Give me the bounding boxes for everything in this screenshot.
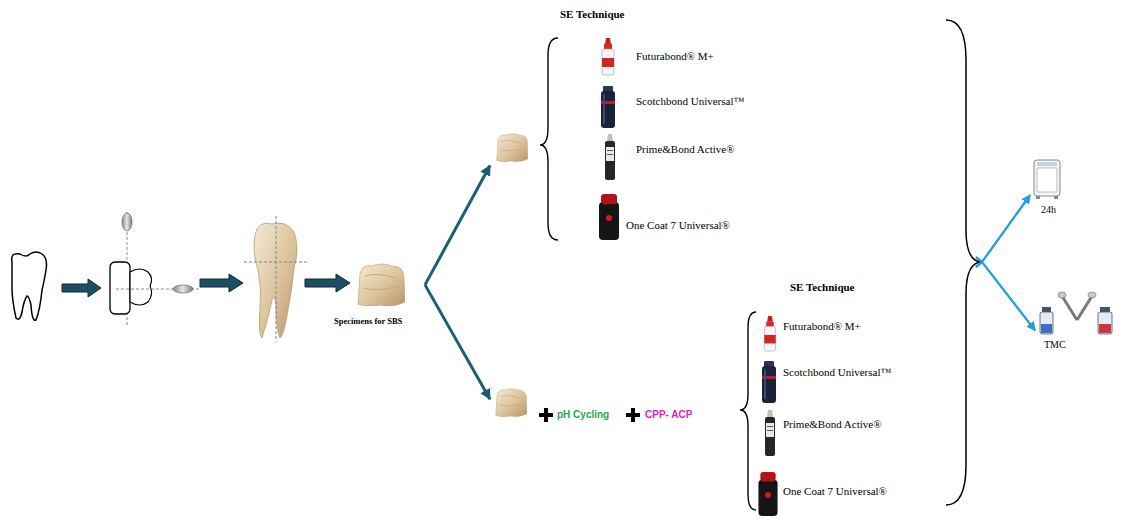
flow-arrow [976, 262, 1035, 330]
tooth-specimen [496, 389, 527, 417]
adhesive-bottle [605, 134, 615, 180]
node-text: Futurabond® M+ [636, 50, 714, 63]
flow-arrow [425, 285, 490, 399]
specimen-holder [110, 262, 130, 314]
node-text: Specimens for SBS [334, 316, 402, 326]
adhesive-item: Futurabond® M+ [758, 316, 928, 352]
adhesive-item: Futurabond® M+ [598, 38, 768, 78]
technique-group: SE TechniqueFuturabond® M+ Scotchbond Uni… [490, 262, 976, 516]
cutting-disc [173, 285, 193, 293]
flow-arrow [976, 257, 1035, 330]
node-text: TMC [1044, 339, 1066, 351]
incubator-icon [1036, 196, 1040, 199]
incubator-icon [1037, 168, 1057, 192]
node-text: Prime&Bond Active® [783, 418, 882, 431]
thermocycling-node: TMC [1035, 288, 1120, 354]
cutting-disc [122, 213, 132, 231]
node-text: One Coat 7 Universal® [626, 219, 730, 232]
adhesive-bottle [602, 38, 614, 75]
adhesive-item: Prime&Bond Active® [756, 410, 926, 458]
thermocycler-icon [1100, 307, 1110, 312]
cut-line [244, 262, 308, 263]
node-text: SE Technique [790, 281, 855, 294]
thermocycler-icon [1042, 307, 1051, 312]
specimen-node: Specimens for SBS [333, 256, 425, 332]
adhesive-item: Scotchbond Universal™ [758, 358, 928, 406]
node-text: Prime&Bond Active® [636, 143, 735, 156]
adhesive-bottle [764, 316, 775, 351]
step-label: pH Cycling [557, 409, 609, 421]
thermocycler-icon [1077, 296, 1092, 320]
tooth-specimen [497, 134, 528, 162]
plus-sign [544, 408, 548, 422]
adhesive-item: Prime&Bond Active® [598, 134, 768, 182]
thermocycler-icon [1041, 324, 1052, 333]
process-arrow [200, 274, 243, 292]
node-text: One Coat 7 Universal® [783, 485, 887, 498]
incubator-icon [1034, 160, 1060, 196]
thermocycler-icon [1088, 292, 1096, 298]
adhesive-bottle [765, 410, 775, 456]
process-arrow [62, 279, 101, 297]
adhesive-item: Scotchbond Universal™ [598, 86, 768, 128]
adhesive-bottle [599, 194, 619, 240]
adhesive-item: One Coat 7 Universal® [756, 470, 926, 516]
node-text: SE Technique [560, 8, 625, 21]
cut-line [276, 216, 277, 342]
adhesive-bottle [758, 472, 777, 516]
process-arrow [305, 274, 350, 292]
incubator-icon [1054, 196, 1058, 199]
node-text: Scotchbond Universal™ [783, 366, 891, 379]
adhesive-bottle [601, 86, 615, 128]
adhesive-bottle [762, 361, 776, 403]
step-label: CPP- ACP [645, 409, 692, 421]
flow-arrow [976, 195, 1030, 267]
storage-node: 24h [1030, 158, 1078, 220]
technique-group: SE TechniqueFuturabond® M+ Scotchbond Uni… [490, 8, 976, 262]
node-text: Scotchbond Universal™ [636, 95, 744, 108]
adhesive-item: One Coat 7 Universal® [596, 192, 766, 242]
thermocycler-icon [1099, 324, 1111, 333]
flow-arrow [976, 195, 1030, 262]
thermocycler-icon [1098, 312, 1112, 334]
mounted-tooth [130, 269, 152, 305]
tooth-outline [12, 252, 47, 320]
thermocycler-icon [1040, 312, 1053, 334]
curly-brace [946, 20, 982, 505]
molar-tooth [254, 223, 297, 338]
node-text: 24h [1041, 204, 1056, 216]
incubator-icon [1037, 162, 1057, 166]
curly-brace [540, 38, 558, 240]
tooth-specimen [358, 264, 405, 306]
plus-sign [631, 408, 635, 422]
flow-arrow [425, 165, 490, 284]
node-text: Futurabond® M+ [783, 320, 861, 333]
thermocycler-icon [1058, 292, 1066, 298]
curly-brace [740, 312, 756, 510]
thermocycler-icon [1062, 296, 1077, 320]
